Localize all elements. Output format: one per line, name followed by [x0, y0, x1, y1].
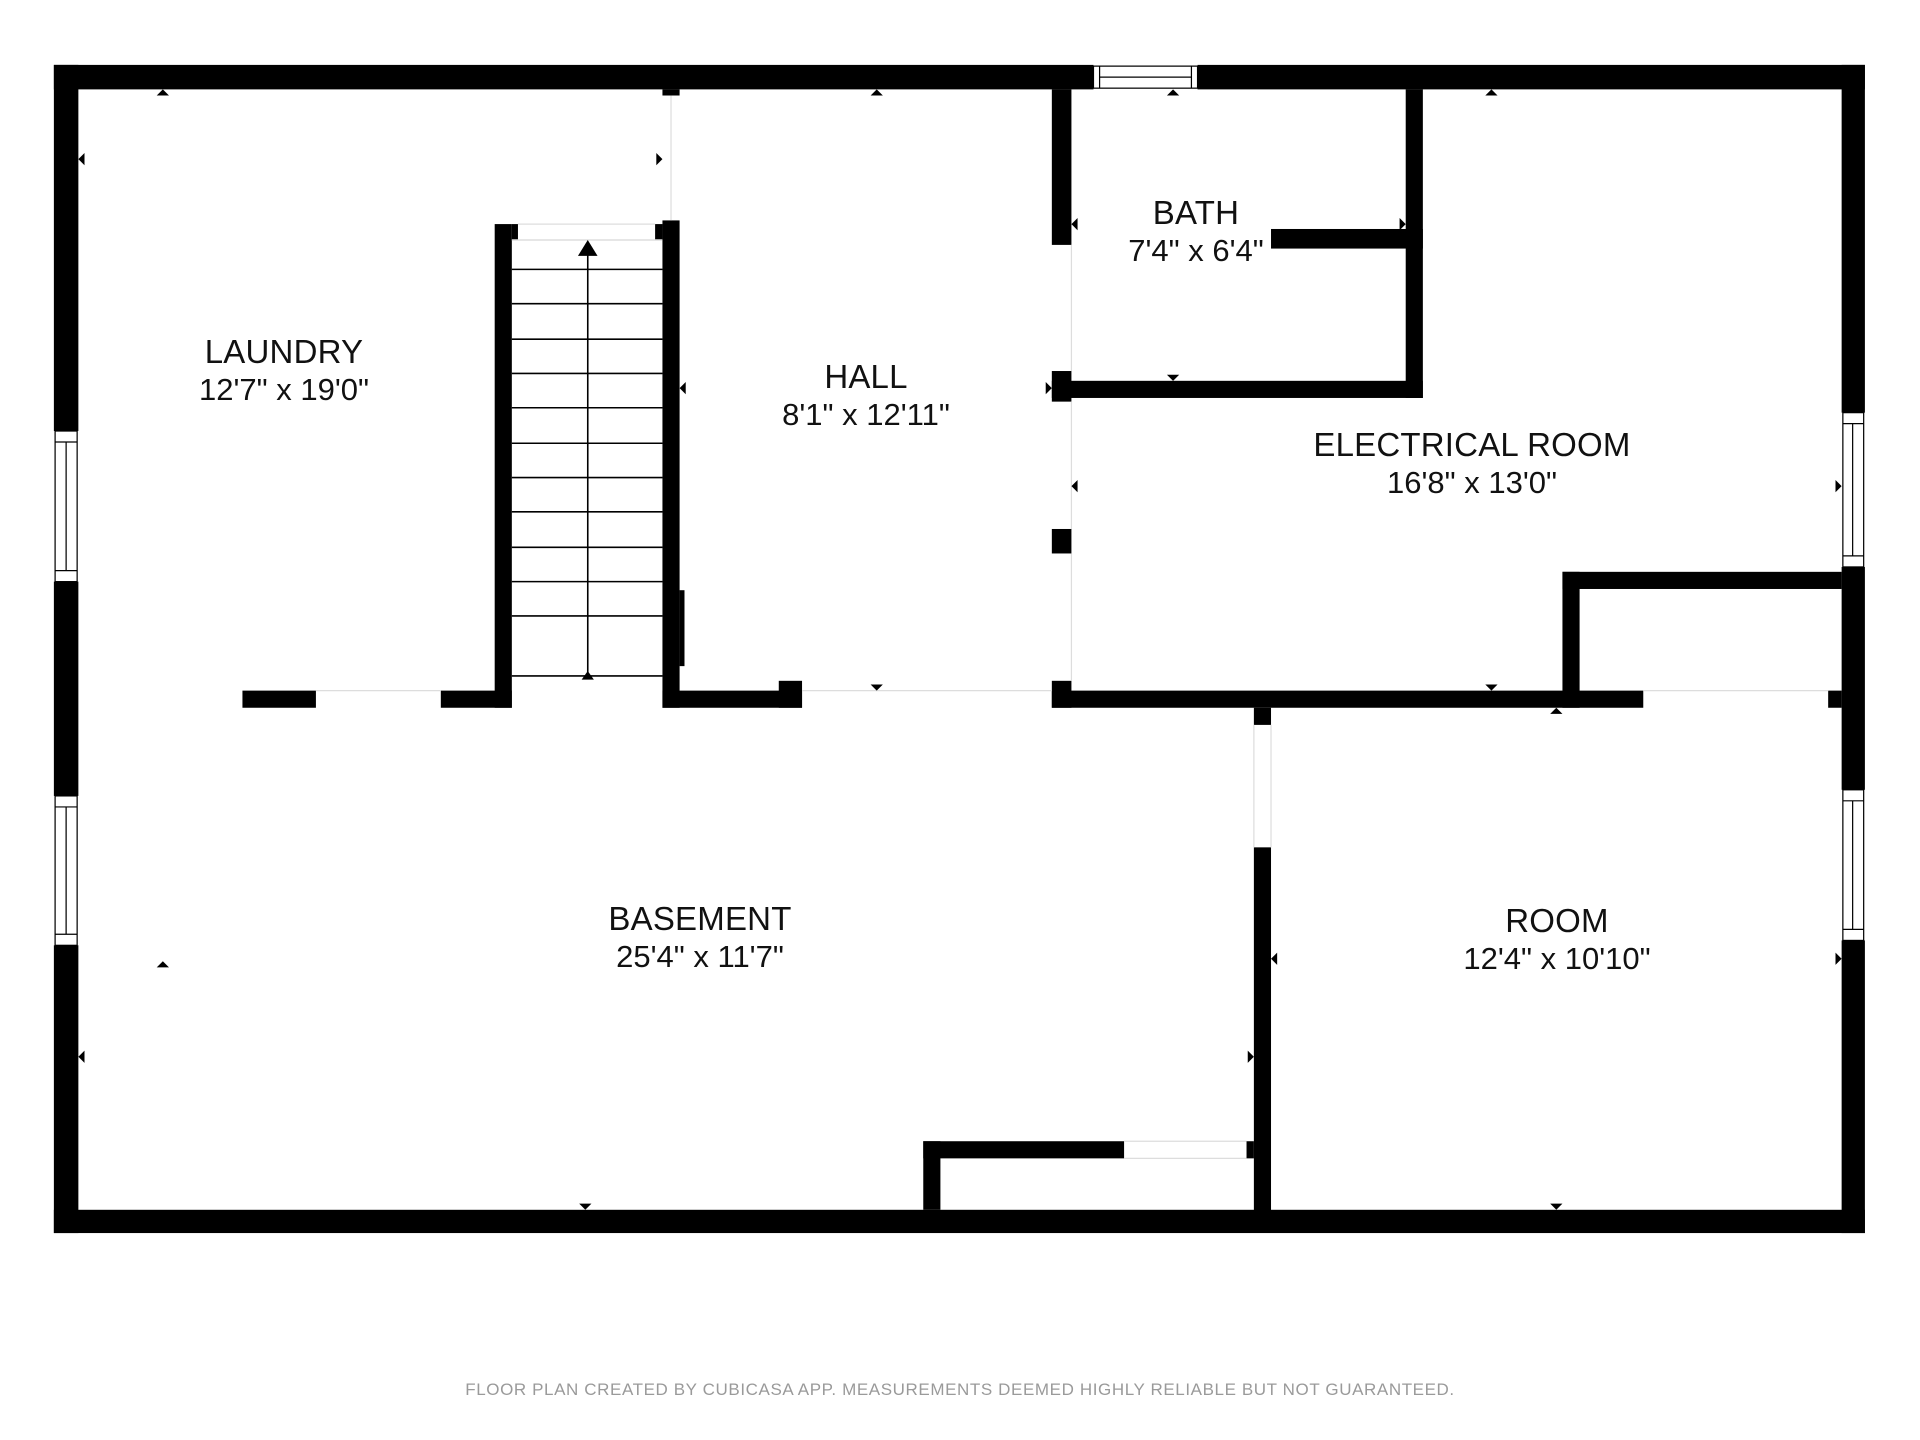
room-name: BATH — [1152, 194, 1240, 231]
room-dimensions: 16'8" x 13'0" — [1386, 465, 1558, 500]
room-dimensions: 7'4" x 6'4" — [1128, 233, 1264, 268]
window-top-bath — [1092, 65, 1199, 89]
room-label-bath: BATH 7'4" x 6'4" — [1128, 194, 1264, 270]
measurement-markers — [78, 89, 1842, 1210]
stairs — [511, 239, 663, 680]
room-name: ELECTRICAL ROOM — [1313, 426, 1631, 463]
walls — [53, 64, 1865, 1234]
disclaimer-footer: FLOOR PLAN CREATED BY CUBICASA APP. MEAS… — [465, 1380, 1455, 1399]
room-label-basement: BASEMENT 25'4" x 11'7" — [608, 900, 791, 976]
room-dimensions: 12'7" x 19'0" — [198, 372, 370, 407]
room-label-laundry: LAUNDRY 12'7" x 19'0" — [199, 333, 369, 409]
room-name: ROOM — [1505, 902, 1609, 939]
window-right-electrical — [1842, 412, 1865, 568]
windows — [54, 65, 1865, 946]
room-label-room: ROOM 12'4" x 10'10" — [1463, 902, 1650, 978]
room-name: HALL — [824, 358, 908, 395]
window-left-laundry — [54, 430, 78, 583]
window-right-room — [1842, 789, 1865, 942]
room-label-electrical: ELECTRICAL ROOM 16'8" x 13'0" — [1313, 426, 1630, 502]
room-dimensions: 25'4" x 11'7" — [616, 939, 784, 974]
room-dimensions: 12'4" x 10'10" — [1463, 941, 1651, 976]
room-name: LAUNDRY — [204, 333, 364, 370]
room-label-hall: HALL 8'1" x 12'11" — [782, 358, 950, 434]
room-name: BASEMENT — [608, 900, 792, 937]
room-dimensions: 8'1" x 12'11" — [782, 397, 950, 432]
window-left-basement — [54, 795, 78, 946]
stairs-up-arrow-icon — [577, 240, 598, 256]
openings — [315, 95, 1829, 1159]
